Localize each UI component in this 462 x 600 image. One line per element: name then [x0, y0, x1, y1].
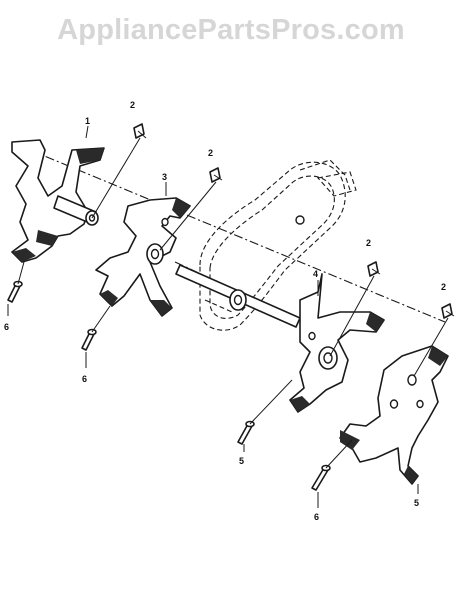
pin-a — [133, 123, 147, 139]
leader-1 — [85, 125, 89, 139]
gear-housing — [199, 159, 357, 331]
leader-bolt-c — [91, 305, 111, 333]
callout-tine-middle: 3 — [162, 172, 167, 182]
tine-left — [11, 139, 105, 263]
bolt-lower-left — [237, 420, 255, 445]
callout-pin-a: 2 — [130, 100, 135, 110]
pin-b — [209, 167, 223, 183]
bolt-middle — [81, 328, 97, 351]
watermark: AppliancePartsPros.com — [57, 14, 405, 46]
leader-bolt-a — [249, 379, 293, 425]
callout-bolt-middle: 6 — [82, 374, 87, 384]
callout-bolt-bottom: 6 — [314, 512, 319, 522]
callout-tine-left: 1 — [85, 116, 90, 126]
tine-right-lower — [339, 345, 449, 485]
leader-bolt-d — [17, 261, 25, 285]
assembly-axis — [29, 149, 446, 323]
bolt-lower — [311, 464, 331, 491]
leader-pin-a — [91, 137, 141, 219]
leader-pin-c — [329, 275, 375, 357]
callout-bolt-left: 6 — [4, 322, 9, 332]
callout-tine-right: 4 — [313, 269, 318, 279]
pin-d — [441, 303, 455, 319]
axle-shaft — [175, 264, 301, 328]
callout-pin-b: 2 — [208, 148, 213, 158]
pin-c — [367, 261, 381, 277]
callout-bolt-a: 5 — [239, 456, 244, 466]
bolt-left — [7, 280, 23, 303]
callout-bolt-b: 5 — [414, 498, 419, 508]
leader-pin-b — [159, 181, 217, 251]
tine-middle — [95, 197, 191, 317]
callout-pin-d: 2 — [441, 282, 446, 292]
leader-pin-d — [413, 317, 449, 377]
callout-pin-c: 2 — [366, 238, 371, 248]
leader-bolt-b — [325, 439, 353, 469]
